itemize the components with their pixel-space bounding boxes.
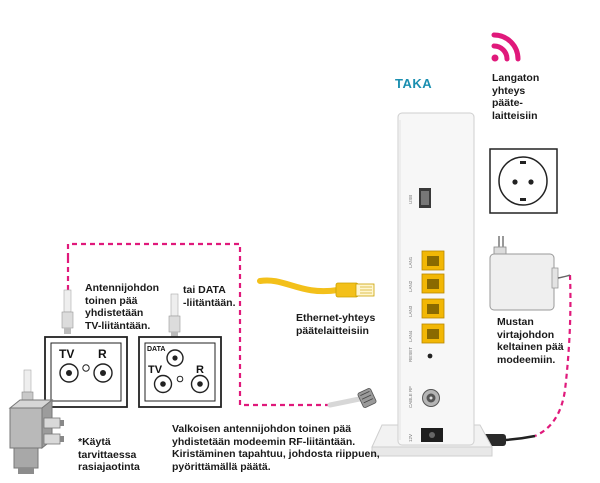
tv-outlet-r-label: R bbox=[98, 347, 107, 361]
tv-outlet-note-line: yhdistetään bbox=[85, 307, 144, 319]
ethernet-cable bbox=[257, 277, 375, 298]
antenna-plug-right bbox=[168, 293, 181, 338]
coax-cable bbox=[327, 388, 377, 408]
antenna-note: Valkoisen antennijohdon toinen pää yhdis… bbox=[172, 423, 380, 473]
wireless-note-line: yhteys bbox=[492, 84, 526, 97]
power-socket-icon bbox=[489, 148, 558, 214]
antenna-plug-left bbox=[61, 289, 74, 334]
tv-outlet-note-line: toinen pää bbox=[85, 294, 138, 307]
antenna-dashed-line bbox=[66, 242, 330, 407]
cable-rf-port bbox=[422, 389, 440, 407]
reset-button bbox=[427, 353, 433, 359]
ethernet-note: Ethernet-yhteys päätelaitteisiin bbox=[296, 312, 375, 337]
power-adapter-icon bbox=[489, 236, 571, 311]
port-label-lan4: LAN4 bbox=[408, 330, 413, 342]
data-outlet-note: tai DATA -liitäntään. bbox=[183, 284, 236, 309]
power-dashed-line bbox=[534, 274, 572, 438]
wireless-note-line: laitteisiin bbox=[492, 109, 538, 122]
splitter-note-line: tarvittaessa bbox=[78, 448, 137, 461]
port-label-lan1: LAN1 bbox=[408, 256, 413, 268]
splitter-note: *Käytä tarvittaessa rasiajaotinta bbox=[78, 436, 140, 474]
power-note-line: modeemiin. bbox=[497, 353, 556, 366]
data-outlet-tv-label: TV bbox=[148, 364, 163, 376]
port-label-power: 12V bbox=[408, 433, 413, 442]
rear-panel-label: TAKA bbox=[395, 76, 433, 91]
power-note-line: virtajohdon bbox=[497, 328, 555, 341]
tv-outlet-note-line: TV-liitäntään. bbox=[85, 319, 151, 332]
port-label-lan3: LAN3 bbox=[408, 305, 413, 317]
data-outlet-r-label: R bbox=[196, 364, 204, 376]
wireless-note: Langaton yhteys pääte- laitteisiin bbox=[492, 72, 539, 122]
data-outlet-note-line: tai DATA bbox=[183, 284, 226, 296]
lan-ports bbox=[421, 250, 445, 344]
tv-wall-outlet bbox=[44, 336, 128, 408]
modem-device bbox=[371, 112, 493, 457]
connection-lines bbox=[66, 242, 572, 438]
port-label-lan2: LAN2 bbox=[408, 280, 413, 292]
data-wall-outlet bbox=[138, 336, 222, 408]
port-label-reset: RESET bbox=[408, 346, 413, 362]
power-note: Mustan virtajohdon keltainen pää modeemi… bbox=[497, 316, 564, 366]
antenna-note-line: Kiristäminen tapahtuu, johdosta riippuen… bbox=[172, 448, 380, 460]
tv-outlet-tv-label: TV bbox=[59, 347, 75, 361]
tv-outlet-note: Antennijohdon toinen pää yhdistetään TV-… bbox=[85, 282, 159, 332]
antenna-note-line: pyörittämällä päätä. bbox=[172, 460, 271, 473]
data-outlet-note-line: -liitäntään. bbox=[183, 296, 236, 309]
wireless-note-line: Langaton bbox=[492, 72, 540, 84]
power-note-line: keltainen pää bbox=[497, 341, 564, 353]
port-label-cable-rf: CABLE RF bbox=[408, 385, 413, 408]
antenna-note-line: Valkoisen antennijohdon toinen pää bbox=[172, 423, 352, 435]
ethernet-note-line: Ethernet-yhteys bbox=[296, 312, 376, 324]
splitter-note-line: rasiajaotinta bbox=[78, 461, 140, 473]
antenna-note-line: yhdistetään modeemin RF-liitäntään. bbox=[172, 435, 356, 448]
ethernet-note-line: päätelaitteisiin bbox=[296, 324, 369, 337]
wireless-note-line: pääte- bbox=[492, 97, 523, 109]
power-note-line: Mustan bbox=[497, 316, 534, 328]
data-outlet-data-label: DATA bbox=[147, 346, 166, 353]
port-label-usb: USB bbox=[408, 194, 413, 204]
splitter-note-line: *Käytä bbox=[78, 436, 111, 448]
wifi-icon bbox=[491, 32, 521, 62]
splitter-icon bbox=[8, 369, 64, 474]
tv-outlet-note-line: Antennijohdon bbox=[85, 282, 160, 294]
